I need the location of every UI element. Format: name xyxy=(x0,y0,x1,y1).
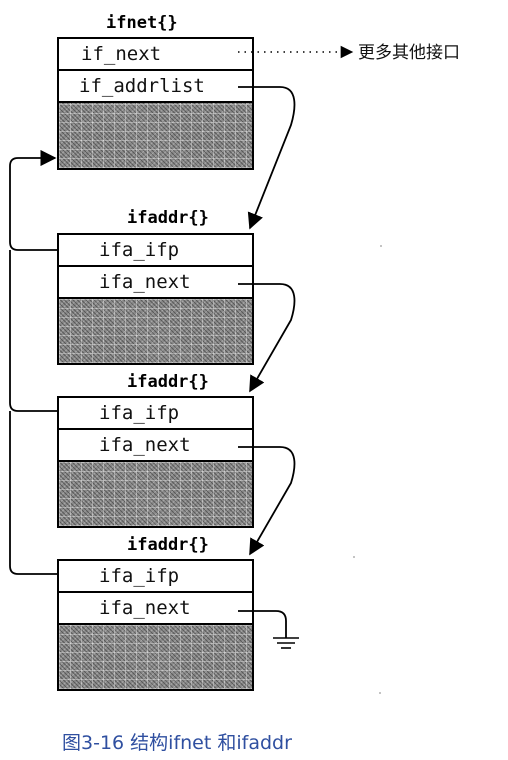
figure-caption: 图3-16 结构ifnet 和ifaddr xyxy=(62,732,292,754)
ifnet-title: ifnet{} xyxy=(106,13,178,33)
ifa-next-field-2: ifa_next xyxy=(59,430,252,462)
ifnet-shaded-area xyxy=(59,103,252,168)
ifa-ifp-backpointer-3 xyxy=(9,411,57,575)
ifa-ifp-field-1: ifa_ifp xyxy=(59,235,252,267)
more-interfaces-label: 更多其他接口 xyxy=(358,43,460,63)
ifaddr-1-shaded-area xyxy=(59,299,252,363)
if-addrlist-field: if_addrlist xyxy=(59,71,252,103)
ifa-ifp-backpointer-1 xyxy=(9,149,57,251)
ifaddr-1-struct: ifa_ifp ifa_next xyxy=(57,233,254,365)
ifnet-struct: if_next if_addrlist xyxy=(57,37,254,170)
null-ground-icon xyxy=(273,637,299,649)
ifa-next-field-1: ifa_next xyxy=(59,267,252,299)
ifaddr-2-title: ifaddr{} xyxy=(127,372,209,392)
ifaddr-3-title: ifaddr{} xyxy=(127,535,209,555)
ifaddr-1-title: ifaddr{} xyxy=(127,208,209,228)
ifaddr-2-struct: ifa_ifp ifa_next xyxy=(57,396,254,528)
ifa-next-arrow-2 xyxy=(238,446,296,556)
ifa-ifp-field-2: ifa_ifp xyxy=(59,398,252,430)
ifa-next-arrow-1 xyxy=(238,283,296,393)
ifaddr-3-struct: ifa_ifp ifa_next xyxy=(57,559,254,691)
ifa-next-field-3: ifa_next xyxy=(59,593,252,625)
ifa-ifp-field-3: ifa_ifp xyxy=(59,561,252,593)
if-next-field: if_next xyxy=(59,39,252,71)
ifa-next-null-line xyxy=(238,610,287,638)
ifaddr-3-shaded-area xyxy=(59,625,252,689)
if-addrlist-arrow xyxy=(238,86,296,230)
ifaddr-2-shaded-area xyxy=(59,462,252,526)
ifa-ifp-backpointer-2 xyxy=(9,250,57,412)
